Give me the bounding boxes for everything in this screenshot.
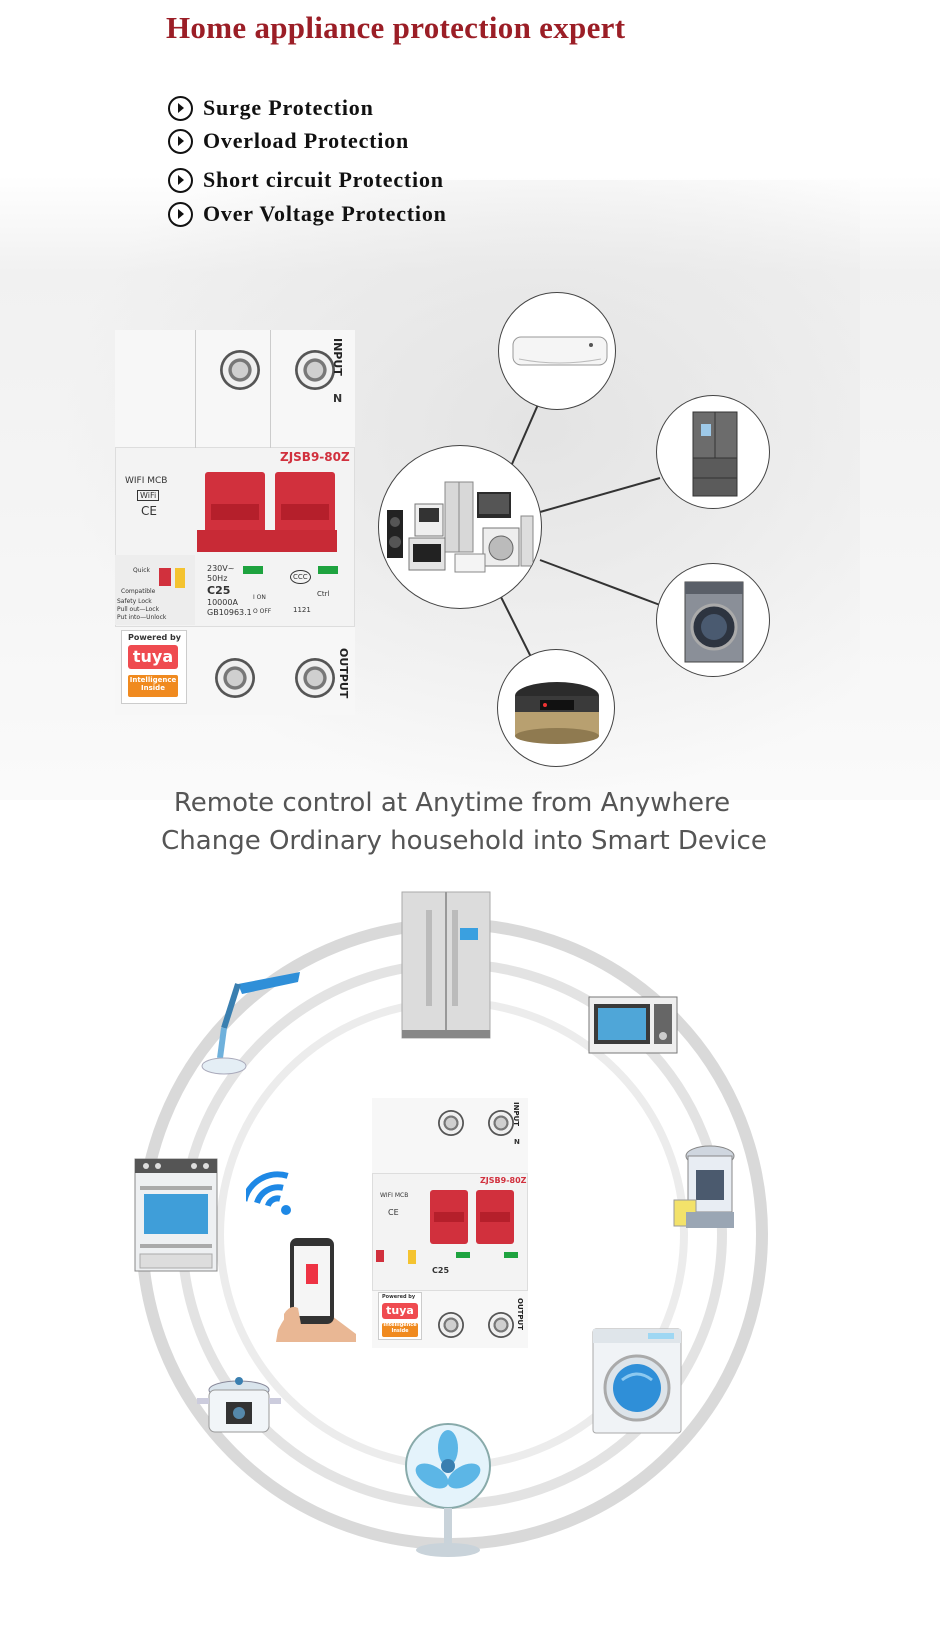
tuya-logo: tuya: [382, 1303, 418, 1319]
feature-label: Overload Protection: [203, 128, 410, 153]
wifi-mcb-label: WIFI MCB: [380, 1192, 409, 1199]
feature-list: Surge Protection Overload Protection Sho…: [168, 90, 447, 234]
smartphone-hand-icon: [276, 1234, 358, 1342]
terminal-screw: [438, 1312, 464, 1338]
ctrl-label: Ctrl: [317, 590, 330, 598]
feature-item-surge: Surge Protection: [168, 90, 447, 126]
feature-item-overload: Overload Protection: [168, 123, 447, 159]
rating-label: C25: [432, 1266, 450, 1275]
air-conditioner-icon: [498, 292, 616, 410]
status-window-right: [504, 1252, 518, 1258]
lock-tab[interactable]: [175, 568, 185, 588]
chevron-right-circle-icon: [168, 128, 193, 154]
terminal-screw: [215, 658, 255, 698]
n-label: N: [333, 392, 343, 405]
tuya-logo: tuya: [128, 645, 178, 669]
voltage-label: 230V~: [207, 564, 235, 573]
desk-lamp-icon: [198, 966, 304, 1078]
intelligence-inside-label: Intelligence Inside: [382, 1322, 418, 1337]
tuya-badge: Powered by tuya Intelligence Inside: [121, 630, 187, 704]
quick-label: Quick: [133, 567, 150, 574]
status-window-left: [456, 1252, 470, 1258]
off-label: O OFF: [253, 608, 272, 615]
powered-by-label: Powered by: [128, 633, 181, 642]
tuya-badge: Powered by tuya Intelligence Inside: [378, 1292, 422, 1340]
terminal-screw: [220, 350, 260, 390]
ccc-mark: CCC: [290, 570, 311, 584]
wifi-badge: WiFi: [137, 490, 160, 501]
model-label: ZJSB9-80Z: [280, 450, 350, 464]
juicer-icon: [672, 1140, 742, 1232]
washing-machine-icon: [592, 1328, 682, 1436]
cooker-icon: [196, 1376, 282, 1442]
intelligence-inside-label: Intelligence Inside: [128, 675, 178, 697]
chevron-right-circle-icon: [168, 95, 193, 121]
chevron-right-circle-icon: [168, 201, 193, 227]
status-window-right: [318, 566, 338, 574]
smart-breaker-center: INPUT N ZJSB9-80Z WIFI MCB CE C25 Powere…: [372, 1098, 528, 1348]
terminal-screw: [488, 1312, 514, 1338]
model-label: ZJSB9-80Z: [480, 1176, 527, 1185]
page-title: Home appliance protection expert: [166, 10, 626, 45]
input-label: INPUT: [331, 338, 344, 376]
on-label: I ON: [253, 594, 266, 601]
terminal-screw: [438, 1110, 464, 1136]
output-label: OUTPUT: [337, 648, 350, 699]
feature-item-short-circuit: Short circuit Protection: [168, 162, 447, 198]
breaker-handle-left[interactable]: [430, 1190, 468, 1244]
refrigerator-icon: [656, 395, 770, 509]
wifi-icon: [241, 1164, 304, 1220]
safety-lock-label: Safety Lock: [117, 598, 152, 605]
compatible-label: Compatible: [121, 588, 156, 595]
breaking-capacity-label: 10000A: [207, 598, 238, 607]
status-window-left: [243, 566, 263, 574]
frequency-label: 50Hz: [207, 574, 228, 583]
powered-by-label: Powered by: [382, 1294, 416, 1300]
feature-item-over-voltage: Over Voltage Protection: [168, 196, 447, 232]
terminal-screw: [295, 350, 335, 390]
home-appliances-group-icon: [378, 445, 542, 609]
feature-label: Over Voltage Protection: [203, 201, 447, 226]
rice-cooker-icon: [497, 649, 615, 767]
standard-label: GB10963.1: [207, 608, 252, 617]
feature-label: Short circuit Protection: [203, 167, 444, 192]
smart-breaker-main: INPUT N ZJSB9-80Z WIFI MCB WiFi CE Quick…: [115, 330, 355, 715]
connector-lines: [499, 399, 661, 666]
input-label: INPUT: [512, 1102, 520, 1127]
reset-switch[interactable]: [159, 568, 171, 586]
code-label: 1121: [293, 606, 311, 614]
terminal-screw: [488, 1110, 514, 1136]
n-label: N: [514, 1138, 520, 1146]
ce-mark: CE: [388, 1208, 399, 1217]
washing-machine-icon: [656, 563, 770, 677]
chevron-right-circle-icon: [168, 167, 193, 193]
terminal-screw: [295, 658, 335, 698]
oven-icon: [134, 1158, 218, 1274]
output-label: OUTPUT: [516, 1298, 524, 1330]
put-into-label: Put into—Unlock: [117, 614, 167, 621]
wifi-mcb-label: WIFI MCB: [125, 476, 168, 486]
tagline-smart-device: Change Ordinary household into Smart Dev…: [161, 826, 767, 856]
microwave-icon: [588, 996, 678, 1056]
ce-mark: CE: [141, 504, 157, 518]
breaker-handle-right[interactable]: [476, 1190, 514, 1244]
refrigerator-icon: [400, 890, 492, 1042]
feature-label: Surge Protection: [203, 95, 374, 120]
fan-icon: [402, 1420, 494, 1560]
tagline-remote-control: Remote control at Anytime from Anywhere: [173, 788, 731, 818]
pull-out-label: Pull out—Lock: [117, 606, 160, 613]
rating-label: C25: [207, 584, 231, 597]
